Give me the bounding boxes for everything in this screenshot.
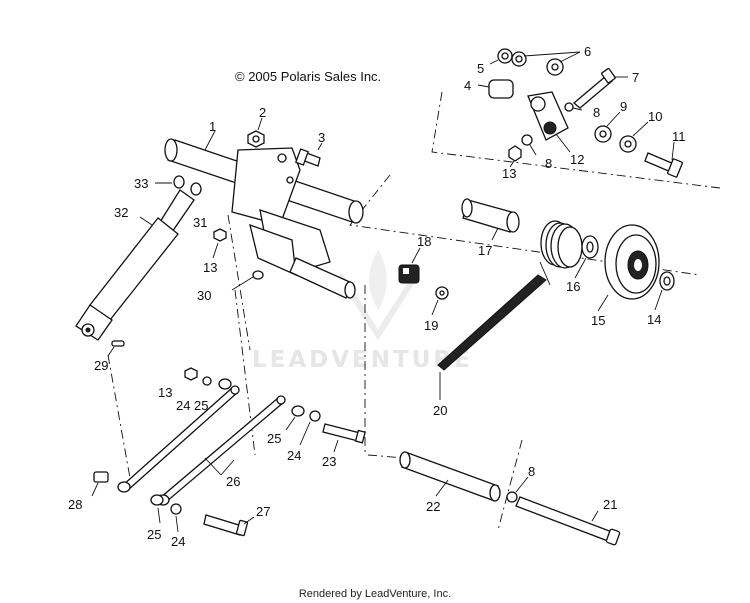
part-14-washer — [654, 271, 675, 311]
watermark-flame-icon — [369, 250, 387, 310]
alignment-line-top — [431, 91, 721, 189]
callout-23: 23 — [322, 454, 336, 469]
callout-8-upper: 8 — [593, 105, 600, 120]
part-spring-coil — [539, 220, 583, 286]
callout-6: 6 — [584, 44, 591, 59]
callout-labels: 1 2 3 33 32 31 13 30 29 13 24 25 26 28 2… — [68, 44, 686, 549]
watermark: LEADVENTURE — [252, 250, 473, 373]
alignment-line-mid — [349, 174, 701, 276]
part-5-bushing — [489, 48, 513, 65]
callout-22: 22 — [426, 499, 440, 514]
callout-12: 12 — [570, 152, 584, 167]
callout-1: 1 — [209, 119, 216, 134]
callout-24-upper: 24 — [176, 398, 190, 413]
callout-25-mid: 25 — [267, 431, 281, 446]
part-26-links — [117, 385, 286, 506]
callout-2: 2 — [259, 105, 266, 120]
callout-21: 21 — [603, 497, 617, 512]
callout-13-right: 13 — [502, 166, 516, 181]
callout-32: 32 — [114, 205, 128, 220]
part-8-washer-upper — [564, 102, 583, 112]
part-13-nut-left — [212, 228, 227, 259]
callout-25-upper: 25 — [194, 398, 208, 413]
callout-10: 10 — [648, 109, 662, 124]
callout-27: 27 — [256, 504, 270, 519]
part-lower-cross-tube — [289, 257, 356, 299]
callout-18: 18 — [417, 234, 431, 249]
callout-19: 19 — [424, 318, 438, 333]
callout-8-lower: 8 — [528, 464, 535, 479]
callout-9: 9 — [620, 99, 627, 114]
part-20-spring-arm — [437, 274, 547, 400]
callout-24-mid: 24 — [287, 448, 301, 463]
callout-4: 4 — [464, 78, 471, 93]
callout-28: 28 — [68, 497, 82, 512]
callout-31: 31 — [193, 215, 207, 230]
part-4-bushing — [477, 79, 514, 99]
callout-14: 14 — [647, 312, 661, 327]
callout-17: 17 — [478, 243, 492, 258]
part-29-pin — [107, 340, 125, 357]
callout-20: 20 — [433, 403, 447, 418]
part-15-idler-wheel — [597, 224, 660, 312]
footer-credit: Rendered by LeadVenture, Inc. — [299, 588, 451, 600]
part-3-bolt — [295, 142, 323, 167]
alignment-line-shock — [107, 354, 131, 479]
part-8-washer-lower — [506, 476, 529, 503]
part-18-clip — [398, 247, 421, 284]
part-9-washer — [594, 111, 621, 143]
part-33-bushing — [155, 175, 202, 196]
part-19-washer — [431, 286, 449, 316]
parts-bottom-hardware — [150, 494, 255, 537]
parts-top-left-hardware — [184, 367, 232, 390]
alignment-line-tube — [367, 454, 406, 459]
part-17-spacer-tube — [461, 198, 520, 241]
parts-mid-hardware — [285, 405, 366, 453]
callout-13-lower: 13 — [158, 385, 172, 400]
part-30-pin — [231, 270, 264, 291]
alignment-line-axle — [497, 439, 523, 531]
callout-8-mid: 8 — [545, 156, 552, 171]
alignment-line-left-1 — [227, 214, 251, 351]
callout-5: 5 — [477, 61, 484, 76]
callout-16: 16 — [566, 279, 580, 294]
part-8-washer-mid — [521, 134, 537, 156]
callout-26: 26 — [226, 474, 240, 489]
part-12-arm — [527, 91, 571, 153]
callout-33: 33 — [134, 176, 148, 191]
part-22-tube — [399, 451, 501, 502]
part-28-fitting — [91, 471, 109, 497]
part-32-shock-absorber — [75, 189, 195, 341]
watermark-text: LEADVENTURE — [252, 347, 473, 373]
callout-25-lower: 25 — [147, 527, 161, 542]
callout-30: 30 — [197, 288, 211, 303]
callout-13-left: 13 — [203, 260, 217, 275]
callout-29: 29 — [94, 358, 108, 373]
part-13-nut-right — [508, 145, 522, 168]
part-7-bolt — [572, 67, 628, 109]
callout-24-lower: 24 — [171, 534, 185, 549]
callout-15: 15 — [591, 313, 605, 328]
part-21-axle-bolt — [515, 496, 621, 546]
callout-3: 3 — [318, 130, 325, 145]
part-10-washer — [619, 121, 649, 153]
part-31-pivot-bracket — [231, 147, 331, 277]
part-11-bolt — [644, 141, 683, 178]
copyright-text: © 2005 Polaris Sales Inc. — [235, 69, 381, 84]
part-2-nut — [247, 117, 265, 148]
part-6-bushings — [511, 51, 581, 76]
callout-11: 11 — [672, 129, 686, 144]
part-16-washer — [574, 235, 599, 279]
callout-7: 7 — [632, 70, 639, 85]
